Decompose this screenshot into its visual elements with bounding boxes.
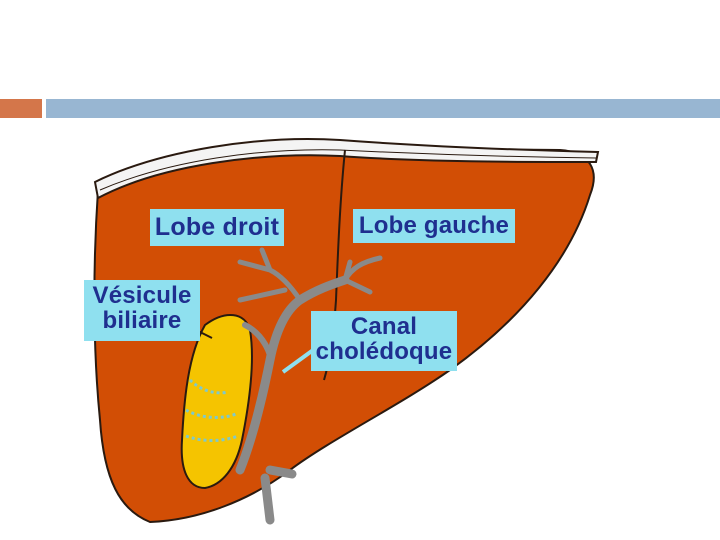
label-vesicule-line2: biliaire	[102, 307, 182, 335]
cystic-duct	[242, 322, 273, 358]
bile-duct-branches-right	[237, 247, 303, 303]
label-vesicule-biliaire: Vésicule biliaire	[84, 280, 200, 341]
label-canal-line1: Canal	[350, 313, 418, 340]
bile-duct	[235, 275, 350, 525]
label-lobe-gauche: Lobe gauche	[353, 209, 515, 243]
label-vesicule-line1: Vésicule	[92, 282, 192, 309]
ligament-band-inner	[99, 149, 597, 191]
header-accent-bar	[0, 99, 42, 118]
ligament-band	[93, 138, 600, 200]
gallbladder-stones	[185, 378, 239, 442]
bile-duct-branches-left	[342, 255, 383, 295]
label-canal-choledoque: Canal cholédoque	[311, 311, 457, 371]
label-canal-line2: cholédoque	[315, 338, 453, 366]
header-bar	[46, 99, 720, 118]
label-lobe-droit: Lobe droit	[150, 209, 284, 246]
